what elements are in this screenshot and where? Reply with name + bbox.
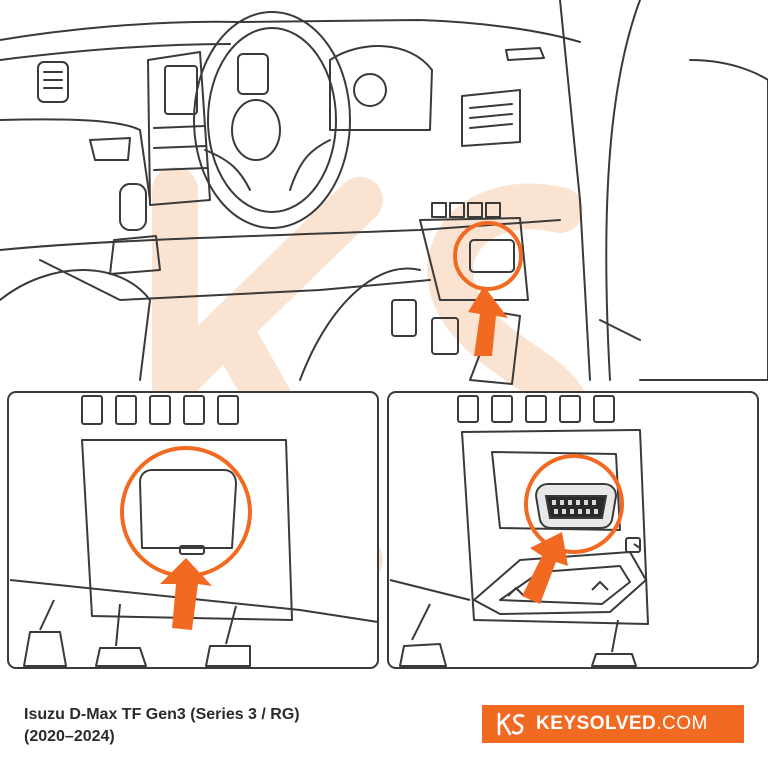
brand-suffix: .COM [656, 713, 708, 734]
arrow-cover [160, 558, 212, 630]
arrow-obd-port [522, 532, 568, 604]
highlight-circle-obd-port [524, 454, 624, 554]
detail-right-line-art [389, 395, 649, 667]
obd-connector-icon [534, 483, 618, 529]
detail-panel-left [7, 391, 379, 669]
ks-logo-icon [497, 712, 525, 736]
dashboard-scene [0, 0, 768, 385]
highlight-circle-main [453, 221, 523, 291]
brand-badge: KEYSOLVED.COM [482, 705, 744, 743]
arrow-main [468, 286, 508, 356]
brand-name: KEYSOLVED.COM [536, 713, 708, 734]
detail-left-line-art [9, 395, 379, 667]
vehicle-caption: Isuzu D-Max TF Gen3 (Series 3 / RG) (202… [24, 704, 424, 748]
vehicle-model: Isuzu D-Max TF Gen3 (Series 3 / RG) [24, 706, 300, 723]
vehicle-years: (2020–2024) [24, 728, 115, 745]
